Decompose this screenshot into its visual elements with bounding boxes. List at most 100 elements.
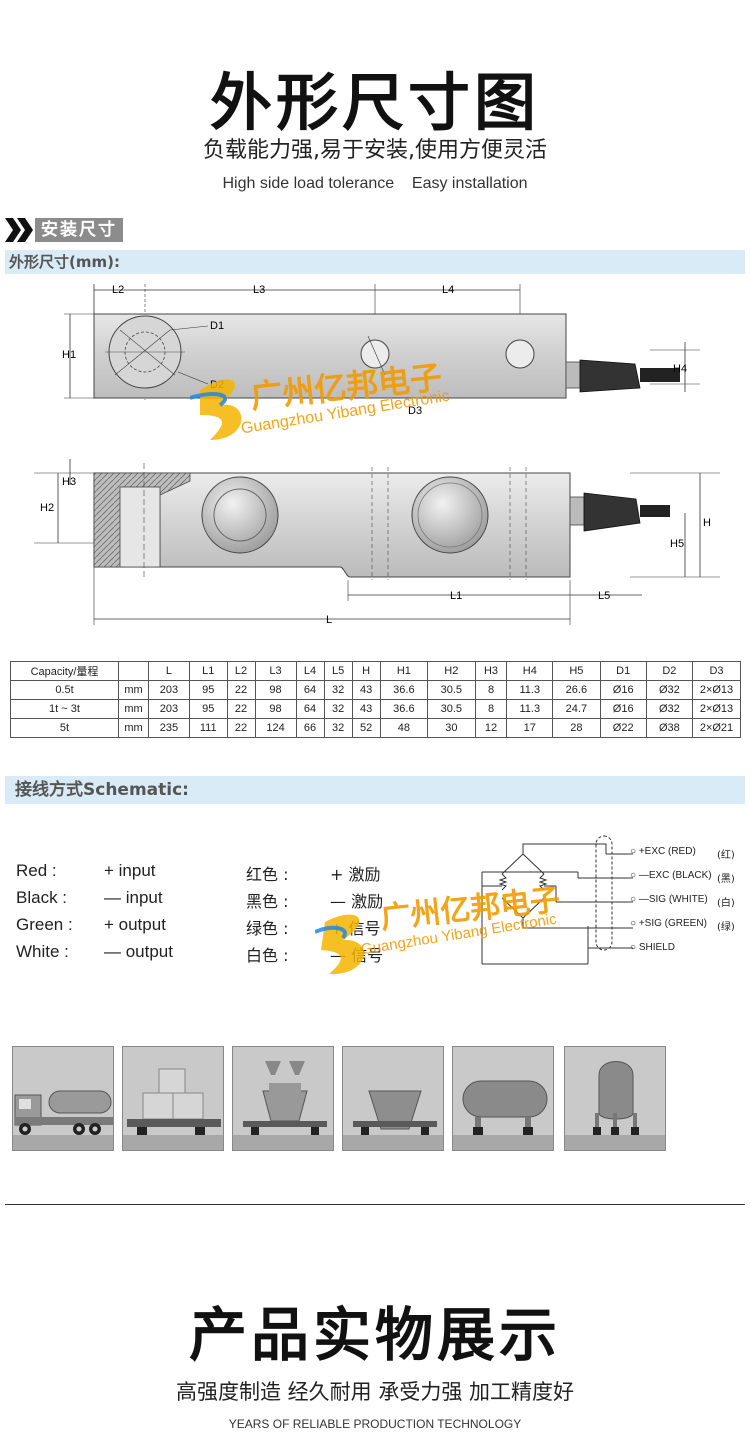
terminal-cn: (绿): [717, 922, 735, 933]
table-cell: 22: [226, 718, 256, 738]
table-cell: 43: [351, 699, 381, 719]
label-h4: H4: [673, 363, 687, 375]
table-cell: 36.6: [379, 680, 429, 700]
header-cell: H4: [506, 661, 554, 681]
table-cell: 32: [323, 699, 353, 719]
dimensions-band: 外形尺寸(mm):: [5, 250, 745, 274]
wire-red-signal: + input: [104, 861, 156, 880]
header-cell: H2: [427, 661, 476, 681]
table-cell: 95: [188, 680, 228, 700]
table-cell: 36.6: [379, 699, 429, 719]
table-cell: 22: [226, 680, 256, 700]
section-tag-label: 安装尺寸: [35, 218, 123, 242]
header-cell: D2: [645, 661, 694, 681]
watermark-logo: [315, 914, 364, 975]
vertical-tank-icon: [564, 1046, 666, 1151]
header-cell: [118, 661, 149, 681]
table-cell: Ø16: [599, 699, 647, 719]
table-cell: 203: [148, 699, 190, 719]
table-cell: 0.5t: [10, 680, 119, 700]
table-cell: 2×Ø13: [692, 680, 741, 700]
dimension-table: Capacity/量程 L L1 L2 L3 L4 L5 H H1 H2 H3 …: [10, 661, 741, 738]
header-cell: H3: [474, 661, 508, 681]
section-divider: [5, 1204, 745, 1205]
terminal-shield: ○ SHIELD: [630, 942, 675, 953]
label-d1: D1: [210, 320, 224, 332]
table-cell: 32: [323, 680, 353, 700]
section-tag: 安装尺寸: [5, 218, 123, 242]
subtitle-english: High side load tolerance Easy installati…: [222, 175, 528, 192]
label-h5: H5: [670, 538, 684, 550]
table-cell: 30.5: [427, 699, 476, 719]
hopper-icon: [342, 1046, 444, 1151]
table-cell: 43: [351, 680, 381, 700]
terminal-label: —EXC (BLACK): [638, 870, 712, 881]
terminal-exc-minus: ○ —EXC (BLACK): [630, 870, 712, 881]
schematic-band: 接线方式Schematic:: [5, 776, 745, 804]
bridge-circuit-diagram: [481, 835, 633, 965]
label-l5: L5: [598, 590, 610, 602]
table-cell: 111: [188, 718, 228, 738]
table-cell: 11.3: [506, 680, 554, 700]
terminal-label: +SIG (GREEN): [638, 918, 707, 929]
wire-black-signal: — input: [104, 888, 163, 907]
terminal-cn: (黑): [717, 874, 735, 885]
label-l2: L2: [112, 284, 124, 296]
header-cell: L5: [323, 661, 353, 681]
terminal-label: —SIG (WHITE): [638, 894, 708, 905]
truck-scale-icon: [12, 1046, 114, 1151]
table-cell: 124: [254, 718, 297, 738]
horizontal-tank-icon: [452, 1046, 554, 1151]
header-cell: L1: [188, 661, 228, 681]
watermark-logo: [190, 379, 242, 440]
wire-black-color-cn: 黑色 :: [246, 892, 289, 911]
table-cell: 12: [474, 718, 508, 738]
table-cell: mm: [118, 699, 149, 719]
header-cell: L3: [254, 661, 297, 681]
table-cell: 64: [295, 699, 325, 719]
table-cell: 11.3: [506, 699, 554, 719]
table-cell: 235: [148, 718, 190, 738]
terminal-sig-plus: ○ +SIG (GREEN): [630, 918, 707, 929]
header-cell: D3: [692, 661, 741, 681]
table-header-row: Capacity/量程 L L1 L2 L3 L4 L5 H H1 H2 H3 …: [10, 661, 741, 681]
label-l1: L1: [450, 590, 462, 602]
label-d3: D3: [408, 405, 422, 417]
wire-black-color: Black :: [16, 888, 68, 907]
wire-green-color: Green :: [16, 915, 73, 934]
terminal-label: SHIELD: [638, 942, 675, 953]
label-l3: L3: [253, 284, 265, 296]
table-cell: Ø22: [599, 718, 647, 738]
table-row: 5t mm 235 111 22 124 66 32 52 48 30 12 1…: [10, 718, 741, 738]
platform-scale-icon: [122, 1046, 224, 1151]
table-cell: 52: [351, 718, 381, 738]
table-cell: 28: [552, 718, 601, 738]
header-cell: H1: [379, 661, 429, 681]
table-cell: Ø38: [645, 718, 694, 738]
table-cell: 98: [254, 699, 297, 719]
header-cell: L4: [295, 661, 325, 681]
table-cell: 1t ~ 3t: [10, 699, 119, 719]
page-title: 外形尺寸图: [209, 66, 540, 139]
table-cell: 5t: [10, 718, 119, 738]
terminal-sig-minus: ○ —SIG (WHITE): [630, 894, 708, 905]
twin-hopper-icon: [232, 1046, 334, 1151]
wire-white-color: White :: [16, 942, 69, 961]
table-cell: Ø16: [599, 680, 647, 700]
label-h3: H3: [62, 476, 76, 488]
terminal-cn: (白): [717, 898, 735, 909]
table-cell: Ø32: [645, 680, 694, 700]
table-cell: mm: [118, 680, 149, 700]
header-cell: H5: [552, 661, 601, 681]
label-h: H: [703, 517, 711, 529]
wire-red-signal-cn: + 激励: [330, 865, 381, 884]
terminal-label: +EXC (RED): [638, 846, 696, 857]
double-chevron-icon: [5, 218, 33, 242]
table-cell: 8: [474, 699, 508, 719]
terminal-cn: (红): [717, 850, 735, 861]
table-cell: mm: [118, 718, 149, 738]
table-row: 0.5t mm 203 95 22 98 64 32 43 36.6 30.5 …: [10, 680, 741, 700]
table-cell: 24.7: [552, 699, 601, 719]
top-view-drawing: L2 L3 L4 D1 D2 D3 H1 H4: [62, 284, 700, 417]
label-l4: L4: [442, 284, 454, 296]
